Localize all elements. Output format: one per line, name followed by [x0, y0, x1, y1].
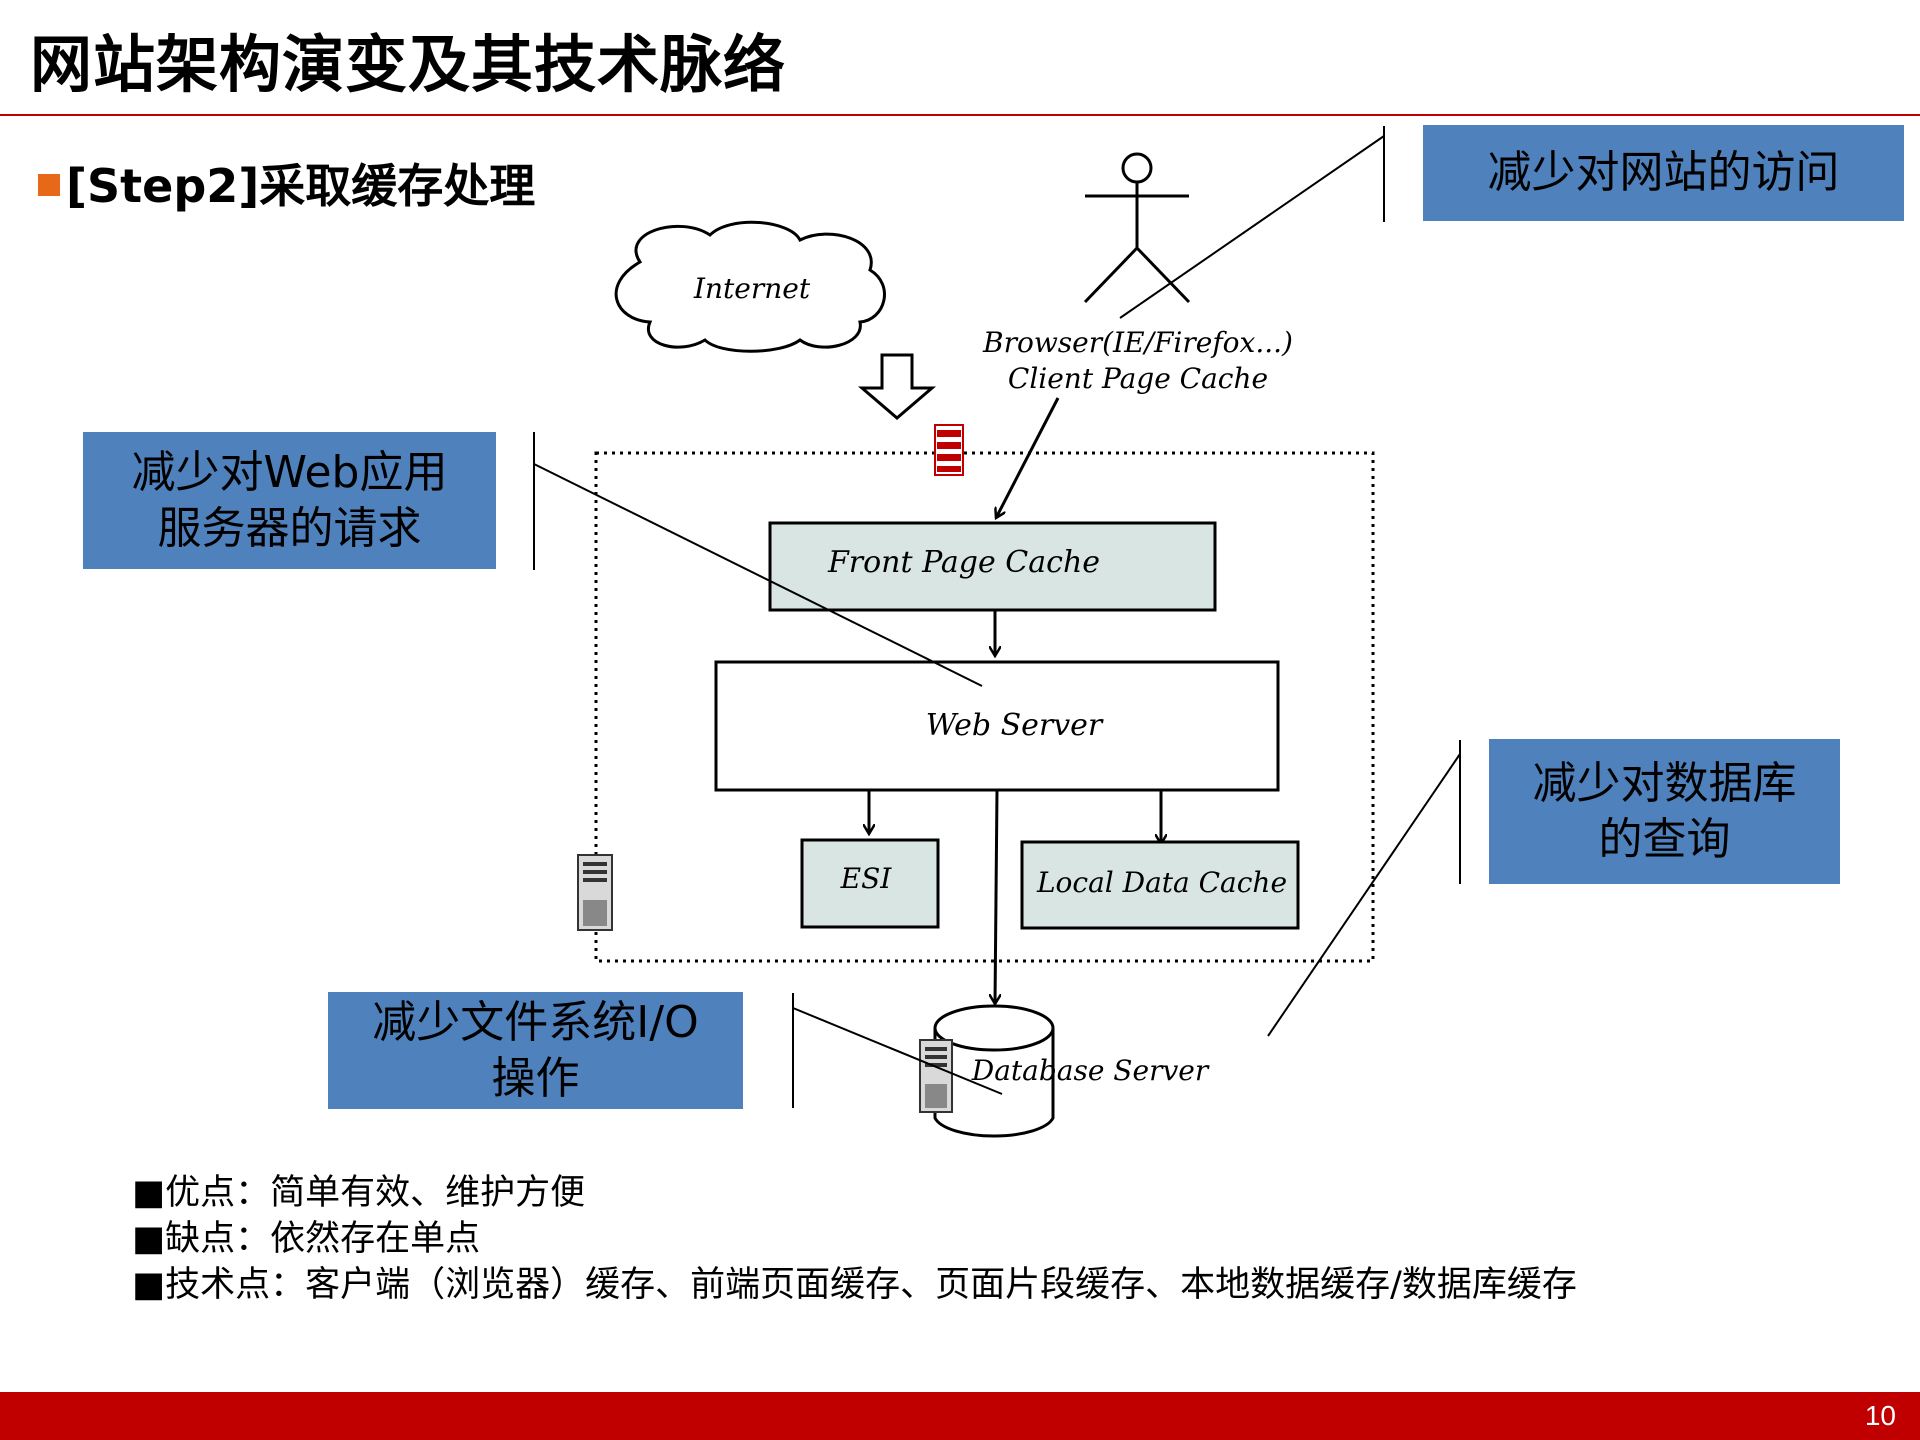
front-page-cache-label: Front Page Cache — [827, 545, 1100, 580]
bullet-pros: ■优点：简单有效、维护方便 — [132, 1173, 586, 1213]
database-server-tower-icon — [919, 1039, 953, 1113]
server-cluster-boundary — [594, 451, 1375, 963]
esi-label: ESI — [840, 862, 893, 895]
database-cylinder-icon — [933, 1004, 1055, 1138]
web-server-box — [714, 660, 1280, 792]
callout-reduce-webapp-requests: 减少对Web应用 服务器的请求 — [83, 432, 496, 569]
database-server-label: Database Server — [971, 1054, 1210, 1087]
footer-bar: 10 — [0, 1392, 1920, 1440]
web-server-label: Web Server — [926, 708, 1104, 743]
webserver-to-database-arrow — [995, 789, 997, 1004]
hollow-down-arrow-icon — [857, 353, 937, 420]
orange-bullet-icon — [38, 174, 60, 196]
callout-reduce-website-access: 减少对网站的访问 — [1423, 125, 1904, 221]
local-data-cache-label: Local Data Cache — [1036, 866, 1287, 899]
firewall-icon — [934, 424, 964, 476]
callout-reduce-file-io: 减少文件系统I/O 操作 — [328, 992, 743, 1109]
client-page-cache-label: Client Page Cache — [1008, 362, 1268, 395]
title-divider — [0, 114, 1920, 116]
page-number: 10 — [1864, 1400, 1896, 1431]
slide-title: 网站架构演变及其技术脉络 — [30, 28, 787, 101]
callout-reduce-db-queries: 减少对数据库 的查询 — [1489, 739, 1840, 884]
internet-label: Internet — [693, 272, 811, 305]
step-label: [Step2]采取缓存处理 — [66, 159, 536, 213]
esi-box — [800, 838, 940, 929]
internet-cloud-icon: Internet — [614, 220, 886, 353]
server-tower-icon — [577, 854, 613, 931]
user-figure-icon — [1083, 152, 1191, 304]
summary-bullets: ■优点：简单有效、维护方便 ■缺点：依然存在单点 ■技术点：客户端（浏览器）缓存… — [132, 1170, 1577, 1308]
step-heading: [Step2]采取缓存处理 — [38, 150, 535, 216]
browser-label: Browser(IE/Firefox...) — [982, 326, 1293, 359]
callout-leaders — [533, 126, 1461, 1108]
browser-to-cache-arrow — [996, 397, 1060, 518]
local-data-cache-box — [1020, 840, 1300, 930]
bullet-tech-points: ■技术点：客户端（浏览器）缓存、前端页面缓存、页面片段缓存、本地数据缓存/数据库… — [132, 1265, 1577, 1305]
bullet-cons: ■缺点：依然存在单点 — [132, 1219, 481, 1259]
front-page-cache-box — [768, 521, 1217, 612]
